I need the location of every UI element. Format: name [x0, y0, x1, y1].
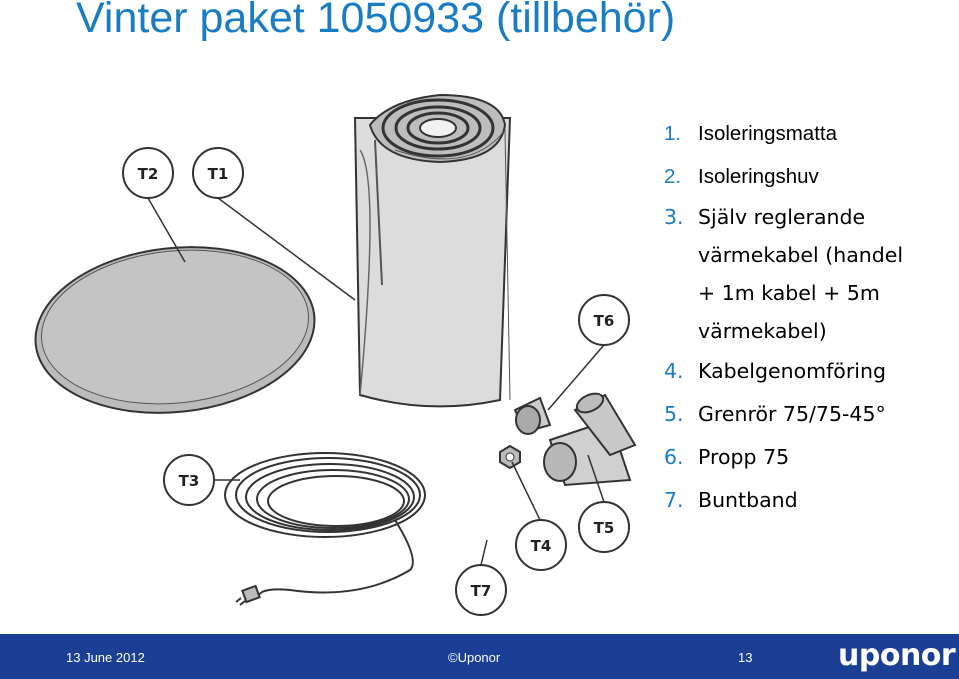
list-item: 6.Propp 75 [664, 445, 790, 469]
branch-pipe [543, 392, 637, 487]
svg-text:T5: T5 [594, 519, 615, 537]
svg-text:T7: T7 [471, 582, 492, 600]
list-item: 2.Isoleringshuv [664, 165, 819, 188]
svg-text:T2: T2 [138, 165, 159, 183]
list-item: 1.Isoleringsmatta [664, 122, 838, 145]
insulation-hood [34, 246, 316, 414]
svg-text:T6: T6 [594, 312, 615, 330]
callout-t7: T7 [455, 564, 507, 616]
callout-t1: T1 [192, 147, 244, 199]
callout-t2: T2 [122, 147, 174, 199]
footer-bar: 13 June 2012 ©Uponor 13 uponor [0, 634, 959, 679]
footer-date: 13 June 2012 [66, 650, 145, 665]
footer-copyright: ©Uponor [448, 650, 501, 665]
slide-title: Vinter paket 1050933 (tillbehör) [76, 0, 676, 42]
uponor-logo: uponor [838, 638, 956, 673]
svg-text:T4: T4 [531, 537, 552, 555]
callout-t4: T4 [515, 519, 567, 571]
plug [513, 396, 552, 435]
list-item: 4.Kabelgenomföring [664, 359, 886, 383]
heating-cable [224, 452, 426, 606]
callout-t6: T6 [578, 294, 630, 346]
callout-t3: T3 [163, 454, 215, 506]
svg-text:T3: T3 [179, 472, 200, 490]
callout-t5: T5 [578, 501, 630, 553]
insulation-mat-roll [353, 93, 512, 408]
page-number: 13 [738, 650, 753, 665]
product-illustration: T2 T1 T6 T3 T4 T5 T7 [34, 93, 637, 616]
list-item: 5.Grenrör 75/75-45° [664, 402, 886, 426]
accessory-list: 1.Isoleringsmatta 2.Isoleringshuv 3.Själ… [664, 112, 903, 522]
svg-text:T1: T1 [208, 165, 229, 183]
list-item: 7.Buntband [664, 488, 798, 512]
cable-gland [499, 444, 521, 470]
